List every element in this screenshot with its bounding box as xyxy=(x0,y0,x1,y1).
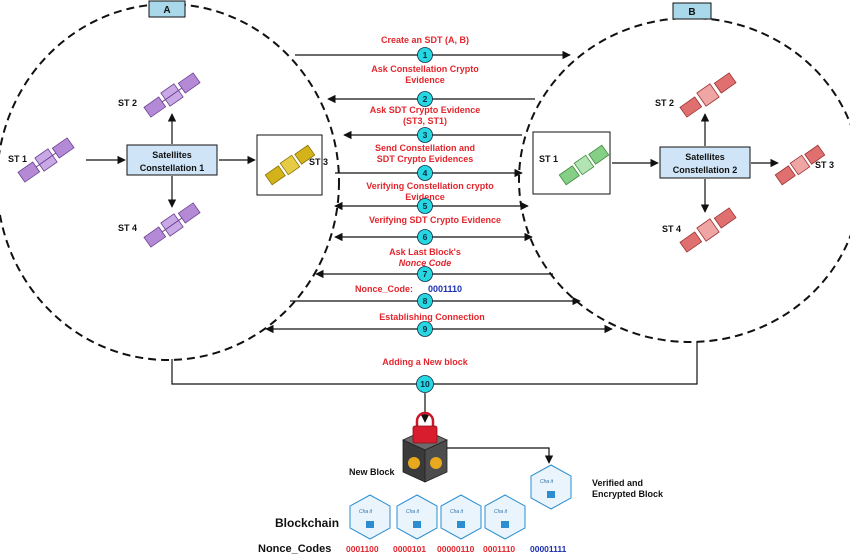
b-st2-label: ST 2 xyxy=(655,98,674,108)
step-6-badge: 6 xyxy=(417,229,433,245)
step-7-label-line2: Nonce Code xyxy=(399,258,452,268)
satellite-icon xyxy=(679,72,737,118)
step-9-label: Establishing Connection xyxy=(379,312,485,322)
verified-block-icon: Cha it xyxy=(530,464,572,510)
step-10-number: 10 xyxy=(420,379,430,389)
step-9-number: 9 xyxy=(423,324,428,334)
chain-block-icon: Cha it xyxy=(349,494,391,540)
step-4-label-line2: SDT Crypto Evidences xyxy=(377,154,474,164)
a-st2-label: ST 2 xyxy=(118,98,137,108)
step-3-label-line2: (ST3, ST1) xyxy=(403,116,447,126)
a-st4-label: ST 4 xyxy=(118,223,137,233)
step-1-label: Create an SDT (A, B) xyxy=(381,35,469,45)
nonce-codes-label: Nonce_Codes xyxy=(258,543,331,555)
node-b-header-label: B xyxy=(688,7,695,18)
svg-text:Cha it: Cha it xyxy=(359,509,373,515)
step-10-bracket xyxy=(171,342,698,385)
b-st3-label: ST 3 xyxy=(815,160,834,170)
constellation-2-box xyxy=(659,146,751,179)
satellite-icon xyxy=(143,202,201,248)
step-4-badge: 4 xyxy=(417,165,433,181)
blockchain-label: Blockchain xyxy=(275,516,339,530)
step-4-label-line1: Send Constellation and xyxy=(375,143,475,153)
constellation-1-box xyxy=(126,144,218,176)
nonce-code: 0001110 xyxy=(483,544,515,554)
step-8-number: 8 xyxy=(423,296,428,306)
constellation-2-line2: Constellation 2 xyxy=(673,165,738,175)
b-st4-label: ST 4 xyxy=(662,224,681,234)
step-7-number: 7 xyxy=(423,269,428,279)
lock-icon xyxy=(412,411,438,444)
step-8-badge: 8 xyxy=(417,293,433,309)
b-st1-label: ST 1 xyxy=(539,154,558,164)
step-2-number: 2 xyxy=(423,94,428,104)
step-10-label: Adding a New block xyxy=(382,357,469,367)
chain-block-icon: Cha it xyxy=(484,494,526,540)
step-2-badge: 2 xyxy=(417,91,433,107)
step-3-label-line1: Ask SDT Crypto Evidence xyxy=(370,105,481,115)
satellite-icon xyxy=(679,207,737,253)
nonce-code-new: 00001111 xyxy=(530,544,567,554)
step-5-label-line1: Verifying Constellation crypto xyxy=(366,181,494,191)
step-7-badge: 7 xyxy=(417,266,433,282)
step-2-label-line1: Ask Constellation Crypto xyxy=(371,64,479,74)
satellite-icon xyxy=(558,144,610,186)
svg-text:Cha it: Cha it xyxy=(406,509,420,515)
step-5-label-line2: Evidence xyxy=(405,192,445,202)
new-block-label: New Block xyxy=(349,467,396,477)
step-4-number: 4 xyxy=(423,168,428,178)
step-3-number: 3 xyxy=(423,130,428,140)
verified-label-line2: Encrypted Block xyxy=(592,489,664,499)
step-5-badge: 5 xyxy=(417,198,433,214)
satellite-icon xyxy=(17,137,75,183)
svg-text:Cha it: Cha it xyxy=(450,509,464,515)
nonce-code: 0001100 xyxy=(346,544,379,554)
step-1-number: 1 xyxy=(423,50,428,60)
node-a-header-label: A xyxy=(163,5,170,16)
chain-block-icon: Cha it xyxy=(440,494,482,540)
step-8-label: Nonce_Code: xyxy=(355,284,413,294)
step-9-badge: 9 xyxy=(417,321,433,337)
constellation-1-line2: Constellation 1 xyxy=(140,163,205,173)
node-a-header: A xyxy=(148,0,186,18)
svg-text:Cha it: Cha it xyxy=(540,479,554,485)
step-7-label-line1: Ask Last Block's xyxy=(389,247,461,257)
a-st3-label: ST 3 xyxy=(309,157,328,167)
step-3-badge: 3 xyxy=(417,127,433,143)
constellation-1-line1: Satellites xyxy=(152,150,192,160)
step-6-label: Verifying SDT Crypto Evidence xyxy=(369,215,501,225)
constellation-2-line1: Satellites xyxy=(685,152,725,162)
step-8-nonce-value: 0001110 xyxy=(428,284,462,294)
satellite-icon xyxy=(264,144,316,186)
a-st1-label: ST 1 xyxy=(8,154,27,164)
svg-text:Cha it: Cha it xyxy=(494,509,508,515)
chain-block-icon: Cha it xyxy=(396,494,438,540)
step-10-badge: 10 xyxy=(416,375,434,393)
nonce-code: 0000101 xyxy=(393,544,426,554)
nonce-code: 00000110 xyxy=(437,544,475,554)
verified-label-line1: Verified and xyxy=(592,478,643,488)
step-1-badge: 1 xyxy=(417,47,433,63)
node-b-header: B xyxy=(672,2,712,20)
step-2-label-line2: Evidence xyxy=(405,75,445,85)
step-6-number: 6 xyxy=(423,232,428,242)
satellite-icon xyxy=(143,72,201,118)
step-5-number: 5 xyxy=(423,201,428,211)
satellite-icon xyxy=(774,144,826,186)
verified-arrow xyxy=(447,447,554,464)
